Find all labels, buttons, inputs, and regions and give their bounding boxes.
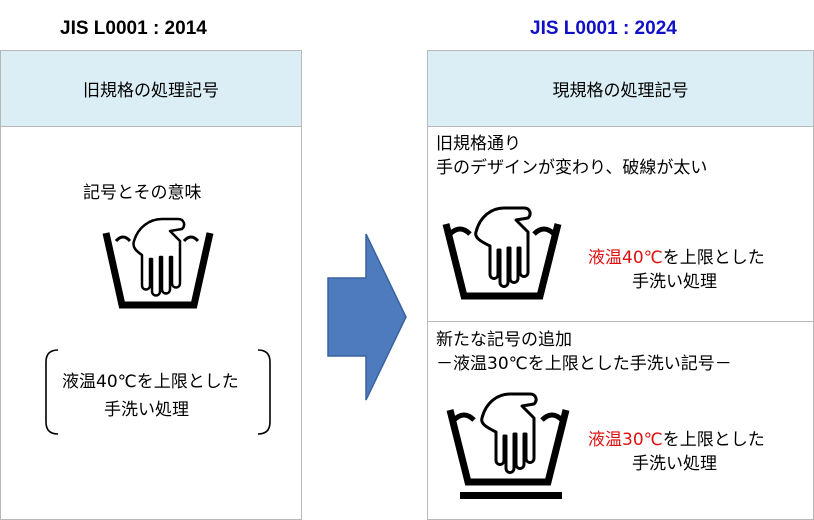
section2-meaning-line1: 液温30℃を上限とした xyxy=(588,428,765,452)
old-panel-header-label: 旧規格の処理記号 xyxy=(83,81,219,101)
section2-temperature: 液温30℃ xyxy=(588,430,663,450)
new-standard-panel: 現規格の処理記号 xyxy=(427,50,814,520)
hand-wash-tub-30-icon xyxy=(446,392,570,499)
section2-meaning-line2: 手洗い処理 xyxy=(632,454,717,474)
hand-wash-tub-new-icon xyxy=(442,206,562,300)
old-panel-header: 旧規格の処理記号 xyxy=(1,51,301,127)
old-standard-panel: 旧規格の処理記号 記号とその意味 xyxy=(0,50,302,520)
section2-meaning-rest: を上限とした xyxy=(662,430,765,450)
old-meaning-line2: 手洗い処理 xyxy=(104,400,189,420)
section-divider xyxy=(428,321,813,322)
section2-line2: －液温30℃を上限とした手洗い記号－ xyxy=(436,354,732,374)
section1-line1: 旧規格通り xyxy=(436,134,521,154)
new-panel-header: 現規格の処理記号 xyxy=(428,51,813,127)
right-arrow-icon xyxy=(327,233,407,401)
new-standard-title: JIS L0001 : 2024 xyxy=(530,18,677,39)
old-standard-title: JIS L0001 : 2014 xyxy=(60,18,207,39)
section1-line2: 手のデザインが変わり、破線が太い xyxy=(436,158,708,178)
meaning-bracket xyxy=(45,349,271,435)
section1-meaning-rest: を上限とした xyxy=(662,248,765,268)
symbol-meaning-caption: 記号とその意味 xyxy=(83,183,202,203)
section2-line1: 新たな記号の追加 xyxy=(436,330,572,350)
new-panel-header-label: 現規格の処理記号 xyxy=(552,81,689,101)
hand-wash-tub-old-icon xyxy=(102,217,214,309)
section1-meaning-line2: 手洗い処理 xyxy=(632,272,717,292)
old-meaning-line1: 液温40℃を上限とした xyxy=(62,372,239,392)
section1-meaning-line1: 液温40℃を上限とした xyxy=(588,246,765,270)
section1-temperature: 液温40℃ xyxy=(588,248,663,268)
